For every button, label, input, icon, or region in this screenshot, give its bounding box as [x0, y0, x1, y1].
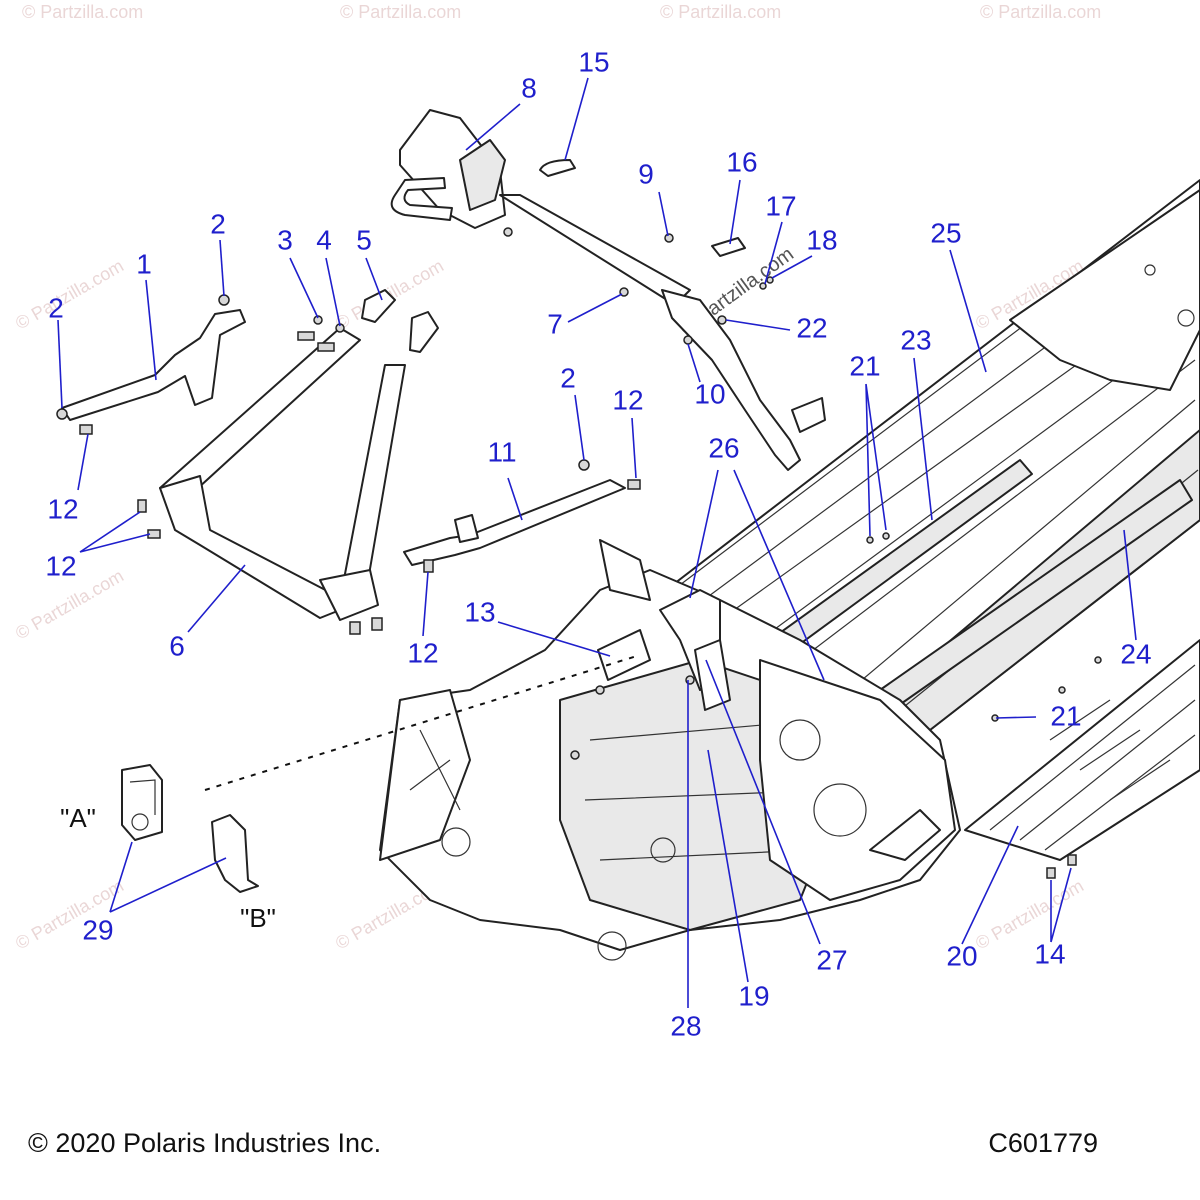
- a-frame-6: [137, 289, 439, 635]
- callout-23: 23: [900, 324, 931, 355]
- callout-27: 27: [816, 944, 847, 975]
- callout-16: 16: [726, 146, 757, 177]
- brace-1: [56, 294, 246, 435]
- callout-1: 1: [136, 248, 152, 279]
- side-bracket: [869, 809, 941, 861]
- bolt-12: [627, 479, 641, 490]
- callout-19: 19: [738, 980, 769, 1011]
- callout-12: 12: [47, 493, 78, 524]
- callout-4: 4: [316, 224, 332, 255]
- callout-22: 22: [796, 312, 827, 343]
- running-board: [964, 639, 1200, 879]
- callout-20: 20: [946, 940, 977, 971]
- leader-lines: [57, 77, 1137, 1008]
- washer-22: [717, 315, 727, 325]
- bolt-10: [683, 335, 693, 345]
- bracket-29-view-a: [121, 764, 163, 841]
- callout-3: 3: [277, 224, 293, 255]
- detail-leader-dashed: [204, 654, 641, 791]
- front-brace-1: [61, 309, 246, 421]
- steering-tube: [499, 194, 691, 306]
- front-chassis: [379, 539, 961, 961]
- callout-12: 12: [407, 637, 438, 668]
- callout-6: 6: [169, 630, 185, 661]
- rear-bumper-plate: [1009, 189, 1200, 391]
- bolt-12: [137, 499, 147, 513]
- callout-12: 12: [45, 550, 76, 581]
- running-board-plate: [964, 639, 1200, 861]
- callout-15: 15: [578, 46, 609, 77]
- watermark-text: © Partzilla.com: [980, 2, 1101, 22]
- clip-15: [539, 159, 576, 177]
- callout-2: 2: [210, 208, 226, 239]
- callout-8: 8: [521, 72, 537, 103]
- callout-9: 9: [638, 158, 654, 189]
- callout-13: 13: [464, 596, 495, 627]
- detail-view-a-b: "A" "B": [60, 654, 641, 933]
- bolt-3: [313, 315, 323, 325]
- bracket-29-view-b: [211, 814, 259, 893]
- clip-18: [766, 276, 774, 284]
- callout-14: 14: [1034, 938, 1065, 969]
- callout-2: 2: [560, 362, 576, 393]
- watermark-text: © Partzilla.com: [22, 2, 143, 22]
- nut-2: [56, 408, 68, 420]
- nut-9: [664, 233, 674, 243]
- watermark-text: © Partzilla.com: [660, 2, 781, 22]
- copyright-text: © 2020 Polaris Industries Inc.: [28, 1128, 382, 1158]
- callout-2: 2: [48, 292, 64, 323]
- drawing-number: C601779: [988, 1128, 1098, 1158]
- bolt-12: [79, 424, 93, 435]
- bracket-13: [597, 629, 651, 681]
- callout-12: 12: [612, 384, 643, 415]
- bolt-3b: [297, 331, 315, 341]
- frame-foot: [319, 569, 379, 621]
- bolt-14: [1067, 854, 1077, 866]
- clip-17: [759, 282, 767, 290]
- callout-5: 5: [356, 224, 372, 255]
- callout-28: 28: [670, 1010, 701, 1041]
- frame-strut: [339, 364, 406, 601]
- brace-11: [403, 459, 641, 573]
- callout-21: 21: [1050, 700, 1081, 731]
- watermark-text: © Partzilla.com: [340, 2, 461, 22]
- tunnel-assembly: [639, 179, 1200, 731]
- bolt-12: [423, 559, 434, 573]
- steering-lower-arm: [661, 289, 801, 471]
- callout-10: 10: [694, 378, 725, 409]
- callout-labels: 1 2 2 2 3 4 5 6 7 8 9 10 11 12 12 12 12 …: [45, 46, 1151, 1041]
- callout-17: 17: [765, 190, 796, 221]
- nut-2: [218, 294, 230, 306]
- bracket-5b: [409, 311, 439, 353]
- callout-24: 24: [1120, 638, 1151, 669]
- callout-25: 25: [930, 217, 961, 248]
- callout-7: 7: [547, 308, 563, 339]
- callout-18: 18: [806, 224, 837, 255]
- front-tab: [599, 539, 651, 601]
- watermark-text: © Partzilla.com: [12, 255, 127, 333]
- hand-loop: [390, 177, 453, 221]
- callout-26: 26: [708, 432, 739, 463]
- callout-29: 29: [82, 914, 113, 945]
- arm-foot: [791, 397, 826, 433]
- view-label-a: "A": [60, 803, 96, 833]
- bolt-14: [1046, 867, 1056, 879]
- view-label-b: "B": [240, 903, 276, 933]
- brace-bar-11: [403, 479, 626, 566]
- bracket-5: [361, 289, 396, 323]
- clip-16: [711, 237, 746, 257]
- steering-post: [390, 109, 826, 471]
- frame-lower-bar: [159, 475, 341, 619]
- callout-21: 21: [849, 350, 880, 381]
- callout-11: 11: [487, 436, 516, 467]
- nut-2: [578, 459, 590, 471]
